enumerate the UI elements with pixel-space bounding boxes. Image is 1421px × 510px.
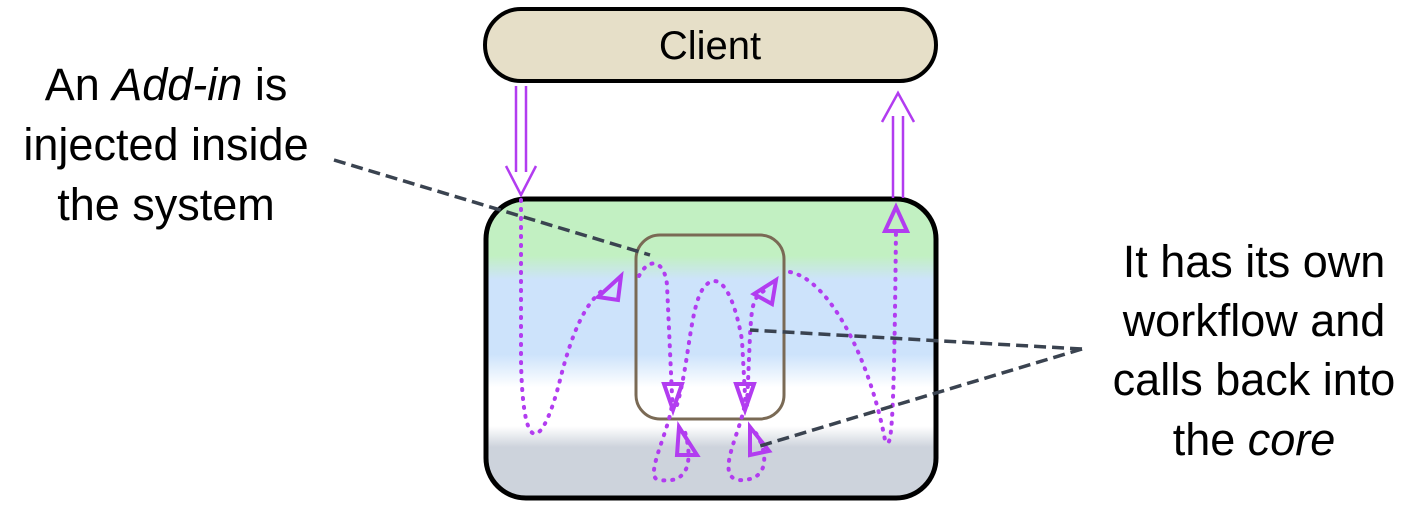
arrowhead-3 xyxy=(674,420,701,457)
arrowhead-7 xyxy=(881,202,911,233)
right-note-line3: calls back into xyxy=(1113,354,1396,405)
system-box xyxy=(483,196,939,501)
left-note-line3: the system xyxy=(57,179,275,230)
client-node: Client xyxy=(483,7,938,83)
leader-lines xyxy=(333,158,1083,448)
left-note-line1: An Add-in is xyxy=(45,59,288,110)
right-annotation: It has its own workflow and calls back i… xyxy=(1113,236,1396,465)
workflow-arrowheads xyxy=(593,202,911,458)
client-label: Client xyxy=(659,24,761,68)
response-arrow xyxy=(880,90,916,198)
left-note-line2: injected inside xyxy=(23,119,308,170)
leader-right-upper xyxy=(749,328,1083,351)
leader-left xyxy=(333,158,651,257)
right-note-line1: It has its own xyxy=(1123,236,1386,287)
request-arrow xyxy=(504,86,538,198)
add-in-box xyxy=(634,233,786,421)
workflow-path xyxy=(519,198,898,483)
arrowhead-5 xyxy=(748,421,773,458)
leader-right-lower xyxy=(759,347,1083,448)
arrowhead-2 xyxy=(661,382,685,417)
right-note-line2: workflow and xyxy=(1122,295,1386,346)
arrowhead-1 xyxy=(593,270,624,303)
client-box xyxy=(483,7,938,83)
right-note-line4: the core xyxy=(1173,414,1336,465)
arrowhead-6 xyxy=(750,275,779,308)
arrowhead-4 xyxy=(733,382,757,417)
left-annotation: An Add-in is injected inside the system xyxy=(23,59,308,230)
